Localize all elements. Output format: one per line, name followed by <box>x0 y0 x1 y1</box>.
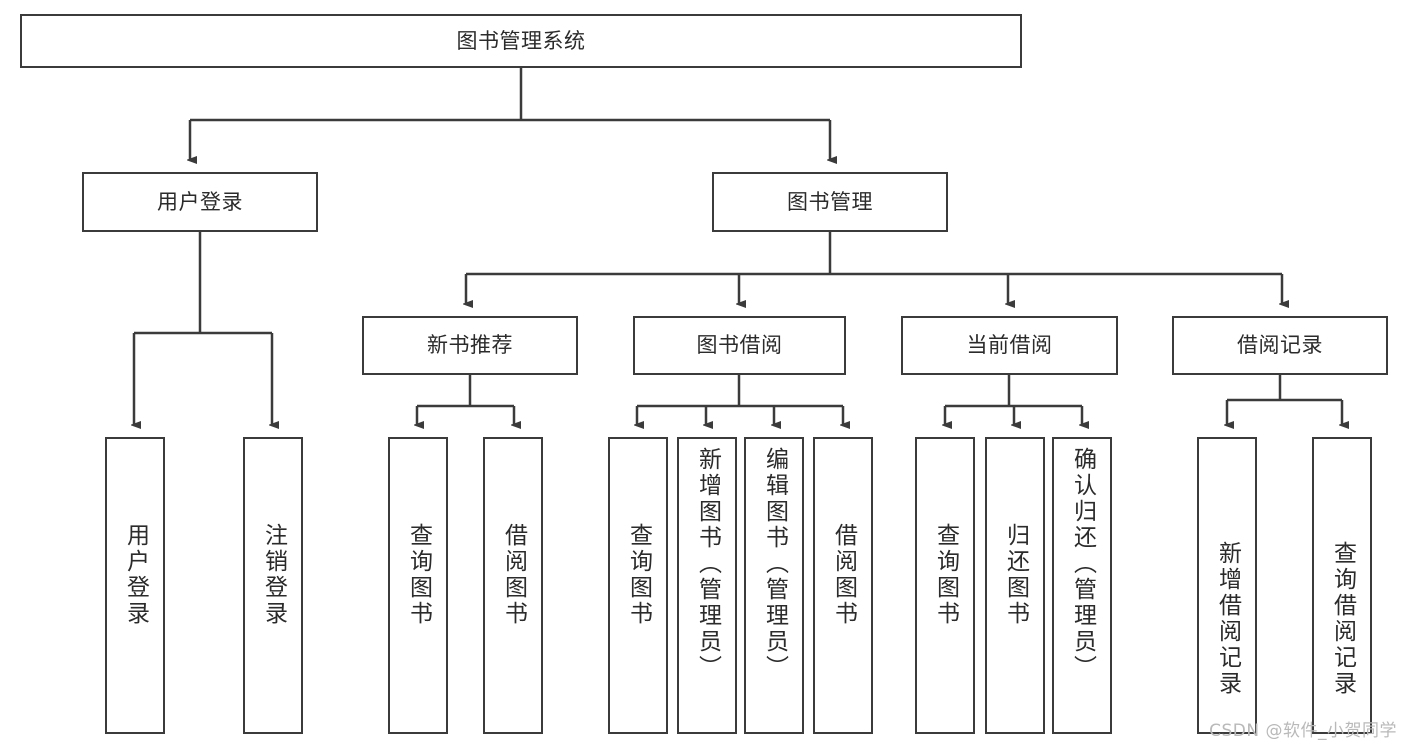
node-label: 图书借阅 <box>696 333 783 358</box>
node-book-management[interactable]: 图书管理 <box>712 172 948 232</box>
node-new-book-recommend[interactable]: 新书推荐 <box>362 316 578 375</box>
node-label: 图书管理系统 <box>456 28 586 53</box>
node-label: 确认归还（管理员） <box>1069 447 1096 681</box>
leaf-record-add-borrow-record[interactable]: 新增借阅记录 <box>1197 437 1257 734</box>
leaf-current-confirm-return-admin[interactable]: 确认归还（管理员） <box>1052 437 1112 734</box>
watermark-text: CSDN @软件_小贺同学 <box>1209 721 1397 741</box>
leaf-current-return-book[interactable]: 归还图书 <box>985 437 1045 734</box>
node-label: 查询图书 <box>932 523 959 627</box>
leaf-record-query-borrow-record[interactable]: 查询借阅记录 <box>1312 437 1372 734</box>
leaf-recommend-query-book[interactable]: 查询图书 <box>388 437 448 734</box>
node-current-borrow[interactable]: 当前借阅 <box>901 316 1118 375</box>
node-label: 新增借阅记录 <box>1214 541 1241 697</box>
node-label: 图书管理 <box>787 189 873 214</box>
node-label: 用户登录 <box>157 189 243 214</box>
leaf-user-login-signout[interactable]: 注销登录 <box>243 437 303 734</box>
node-label: 借阅图书 <box>500 523 527 627</box>
node-label: 归还图书 <box>1002 523 1029 627</box>
node-label: 用户登录 <box>122 523 149 627</box>
leaf-borrow-borrow-book[interactable]: 借阅图书 <box>813 437 873 734</box>
leaf-user-login-signin[interactable]: 用户登录 <box>105 437 165 734</box>
node-label: 当前借阅 <box>966 333 1053 358</box>
node-label: 编辑图书（管理员） <box>761 447 788 681</box>
node-label: 注销登录 <box>260 523 287 627</box>
node-label: 借阅图书 <box>830 523 857 627</box>
node-label: 查询借阅记录 <box>1329 541 1356 697</box>
leaf-current-query-book[interactable]: 查询图书 <box>915 437 975 734</box>
node-user-login[interactable]: 用户登录 <box>82 172 318 232</box>
node-label: 新增图书（管理员） <box>694 447 721 681</box>
node-label: 新书推荐 <box>427 333 513 358</box>
leaf-borrow-add-book-admin[interactable]: 新增图书（管理员） <box>677 437 737 734</box>
node-label: 查询图书 <box>405 523 432 627</box>
leaf-recommend-borrow-book[interactable]: 借阅图书 <box>483 437 543 734</box>
leaf-borrow-query-book[interactable]: 查询图书 <box>608 437 668 734</box>
node-root-system[interactable]: 图书管理系统 <box>20 14 1022 68</box>
leaf-borrow-edit-book-admin[interactable]: 编辑图书（管理员） <box>744 437 804 734</box>
node-book-borrow[interactable]: 图书借阅 <box>633 316 846 375</box>
node-label: 查询图书 <box>625 523 652 627</box>
node-borrow-record[interactable]: 借阅记录 <box>1172 316 1388 375</box>
node-label: 借阅记录 <box>1237 333 1323 358</box>
